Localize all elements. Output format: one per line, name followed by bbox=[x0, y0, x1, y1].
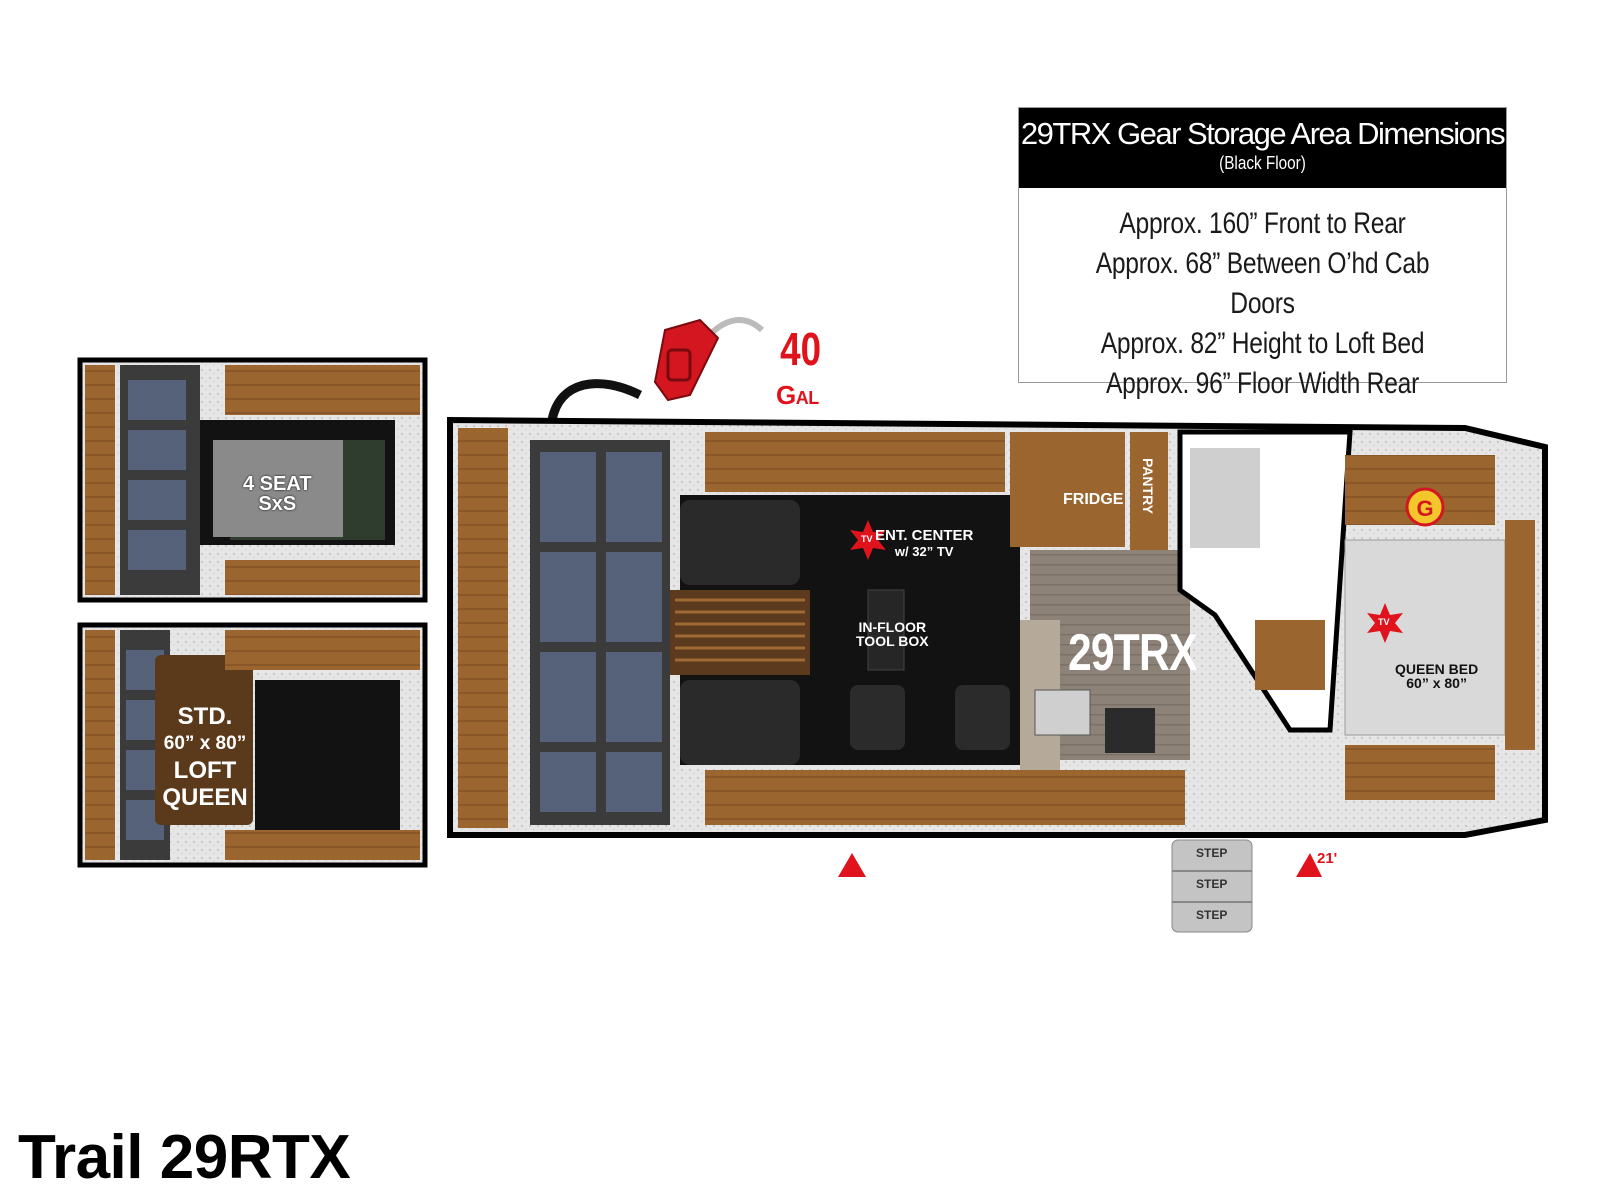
tool-box-line2: TOOL BOX bbox=[856, 633, 929, 649]
fuel-pump-icon bbox=[547, 317, 765, 422]
fuel-unit-rest: AL bbox=[795, 388, 820, 408]
tv-icon: TV bbox=[861, 534, 873, 544]
queen-bed-line1: QUEEN BED bbox=[1395, 661, 1479, 677]
dimensions-header: 29TRX Gear Storage Area Dimensions (Blac… bbox=[1019, 108, 1506, 188]
loft-queen-label: STD. 60” x 80” LOFT QUEEN bbox=[162, 703, 248, 811]
fuel-capacity: 40 bbox=[780, 323, 822, 375]
dimension-line: Approx. 160” Front to Rear bbox=[1119, 207, 1406, 240]
tv-icon: TV bbox=[1378, 617, 1390, 627]
fridge-label: FRIDGE bbox=[1063, 491, 1124, 508]
loft-line: STD. bbox=[177, 703, 233, 730]
fuel-unit-initial: G bbox=[776, 380, 796, 410]
main-floorplan: G bbox=[447, 416, 1548, 933]
dimensions-box: 29TRX Gear Storage Area Dimensions (Blac… bbox=[1018, 107, 1507, 400]
step-label: STEP bbox=[1196, 908, 1228, 922]
model-name-label: 29TRX bbox=[1068, 624, 1197, 682]
sxs-line1: 4 SEAT bbox=[243, 473, 312, 495]
sxs-line2: SxS bbox=[258, 493, 297, 515]
fuel-unit: GAL bbox=[776, 380, 819, 411]
ent-center-label: ENT. CENTER w/ 32” TV bbox=[875, 528, 973, 558]
pantry-label: PANTRY bbox=[1140, 458, 1156, 514]
sxs-label: 4 SEAT SxS bbox=[243, 474, 312, 514]
dimensions-list: Approx. 160” Front to Rear Approx. 68” B… bbox=[1019, 188, 1506, 404]
dimension-line: Approx. 96” Floor Width Rear bbox=[1105, 367, 1420, 400]
dimensions-title: 29TRX Gear Storage Area Dimensions bbox=[1020, 116, 1506, 151]
tool-box-line1: IN-FLOOR bbox=[858, 619, 927, 635]
dimensions-subtitle: (Black Floor) bbox=[1219, 153, 1306, 173]
dimension-line: Approx. 68” Between O’hd Cab Doors bbox=[1095, 247, 1430, 320]
queen-bed-label: QUEEN BED 60” x 80” bbox=[1395, 662, 1478, 690]
loft-line: QUEEN bbox=[162, 784, 248, 811]
tool-box-label: IN-FLOOR TOOL BOX bbox=[856, 620, 929, 648]
loft-line: LOFT bbox=[173, 757, 237, 784]
queen-bed-line2: 60” x 80” bbox=[1406, 675, 1467, 691]
step-label: STEP bbox=[1196, 846, 1228, 860]
ent-center-sub: w/ 32” TV bbox=[894, 544, 954, 559]
option-sxs-floorplan bbox=[77, 357, 428, 603]
loft-line: 60” x 80” bbox=[163, 733, 247, 754]
dimension-line: Approx. 82” Height to Loft Bed bbox=[1100, 327, 1425, 360]
option-loft-floorplan bbox=[77, 622, 428, 868]
awning-length: 21' bbox=[1317, 850, 1338, 867]
ent-center-text: ENT. CENTER bbox=[875, 527, 974, 544]
svg-text:G: G bbox=[1416, 496, 1433, 521]
model-title: Trail 29RTX bbox=[18, 1123, 351, 1192]
step-label: STEP bbox=[1196, 877, 1228, 891]
